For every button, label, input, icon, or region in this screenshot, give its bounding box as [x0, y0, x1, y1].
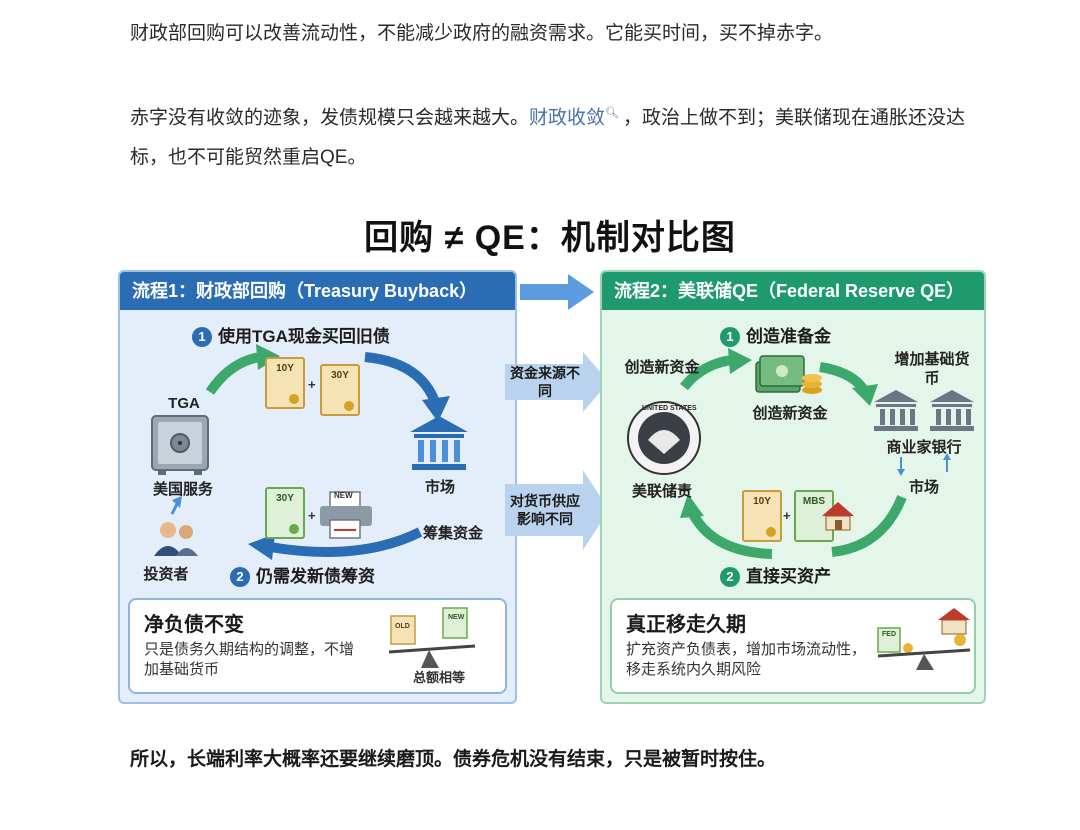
left-step-2: 2 仍需发新债筹资 [230, 562, 375, 587]
left-step-1-label: 使用TGA现金买回旧债 [218, 327, 390, 346]
money-supply-label: 对货币供应影响不同 [510, 493, 580, 527]
arrow-right-icon-2 [505, 470, 609, 550]
mechanism-comparison-figure: 回购 ≠ QE：机制对比图 流程1：财政部回购（Treasury Buyback… [110, 200, 990, 710]
step-1-badge: 1 [192, 327, 212, 347]
market-label: 市场 [424, 479, 455, 496]
duration-title: 真正移走久期 [626, 614, 746, 636]
bond-30y-icon: 30Y [320, 364, 360, 416]
funding-source-label: 资金来源不同 [510, 365, 580, 399]
total-equal-label: 总额相等 [412, 670, 465, 685]
duration-summary: 真正移走久期 扩充资产负债表，增加市场流动性，移走系统内久期风险 FED [610, 598, 976, 694]
investor-icon [154, 522, 198, 556]
paragraph-2-text-b: ，政治上做不到；美联储现在通胀还没达标，也不可能贸然重启QE。 [130, 107, 966, 169]
bond-10y-icon: 10Y [265, 357, 305, 409]
fed-tag: FED [882, 631, 896, 638]
right-market-label: 市场 [908, 479, 939, 496]
cash-stack-icon [755, 355, 822, 394]
paragraph-2: 赤字没有收敛的迹象，发债规模只会越来越大。财政收敛🔍︎，政治上做不到；美联储现在… [130, 93, 990, 178]
new-bond-30y-icon: 30Y [265, 487, 305, 539]
search-icon[interactable]: 🔍︎ [605, 107, 619, 119]
paragraph-2-text-a: 赤字没有收敛的迹象，发债规模只会越来越大。 [130, 107, 530, 129]
net-debt-summary: 净负债不变 只是债务久期结构的调整，不增加基础货币 OLD NEW 总额相等 [128, 598, 507, 694]
net-debt-title: 净负债不变 [144, 614, 244, 636]
plus-icon-3: + [783, 508, 791, 523]
right-step-1: 1 创造准备金 [720, 322, 831, 347]
figure-title: 回购 ≠ QE：机制对比图 [364, 219, 736, 257]
base-money-label: 增加基础货币 [894, 351, 970, 387]
bond-10y-icon-right: 10Y [742, 490, 782, 542]
new-tag: NEW [334, 491, 353, 500]
commercial-bank-label: 商业家银行 [886, 439, 962, 456]
fed-seal-text: UNITED STATES [642, 405, 697, 412]
treasury-buyback-panel: 流程1：财政部回购（Treasury Buyback） 1 使用TGA现金买回旧债… [118, 270, 517, 704]
funding-source-arrow: 资金来源不同 [505, 352, 610, 412]
investor-label: 投资者 [143, 566, 189, 583]
paragraph-1: 财政部回购可以改善流动性，不能减少政府的融资需求。它能买时间，买不掉赤字。 [130, 23, 834, 44]
fiscal-consolidation-link[interactable]: 财政收敛 [529, 107, 606, 129]
plus-icon: + [308, 377, 316, 392]
right-step-2: 2 直接买资产 [720, 562, 831, 587]
fed-seal-icon [627, 401, 701, 475]
raise-funds-label: 筹集资金 [422, 525, 483, 542]
net-debt-desc: 只是债务久期结构的调整，不增加基础货币 [144, 641, 355, 678]
qe-cycle-arrows-icon [680, 348, 951, 559]
fed-label: 美联储责 [631, 483, 692, 500]
arrow-right-icon [505, 352, 609, 412]
treasury-buyback-header: 流程1：财政部回购（Treasury Buyback） [120, 272, 515, 310]
paragraph-3: 所以，长端利率大概率还要继续磨顶。债券危机没有结束，只是被暂时按住。 [130, 749, 777, 770]
treasury-label: 美国服务 [152, 481, 213, 498]
plus-icon-2: + [308, 508, 316, 523]
step-2-badge-right: 2 [720, 567, 740, 587]
left-step-1: 1 使用TGA现金买回旧债 [192, 322, 390, 347]
bank-icon [410, 416, 468, 470]
right-step-2-label: 直接买资产 [746, 567, 831, 586]
create-money-label: 创造新资金 [752, 405, 828, 422]
printer-icon [320, 491, 372, 539]
tga-label: TGA [168, 395, 200, 412]
duration-desc: 扩充资产负债表，增加市场流动性，移走系统内久期风险 [626, 641, 867, 678]
create-money-top-label: 创造新资金 [624, 359, 700, 376]
new-tag-2: NEW [448, 614, 465, 621]
left-step-2-label: 仍需发新债筹资 [256, 567, 375, 586]
right-step-1-label: 创造准备金 [746, 327, 831, 346]
safe-icon [151, 415, 209, 475]
house-icon [822, 502, 854, 531]
old-tag: OLD [395, 623, 410, 630]
fed-qe-panel: 流程2：美联储QE（Federal Reserve QE） 1 创造准备金 创造新… [600, 270, 986, 704]
balance-scale-icon [388, 607, 476, 668]
step-2-badge: 2 [230, 567, 250, 587]
money-supply-arrow: 对货币供应影响不同 [505, 470, 610, 550]
fed-qe-header: 流程2：美联储QE（Federal Reserve QE） [602, 272, 984, 310]
step-1-badge-right: 1 [720, 327, 740, 347]
commercial-bank-icon [874, 390, 974, 431]
header-arrow-icon [520, 274, 594, 310]
fed-balance-icon [877, 608, 971, 670]
